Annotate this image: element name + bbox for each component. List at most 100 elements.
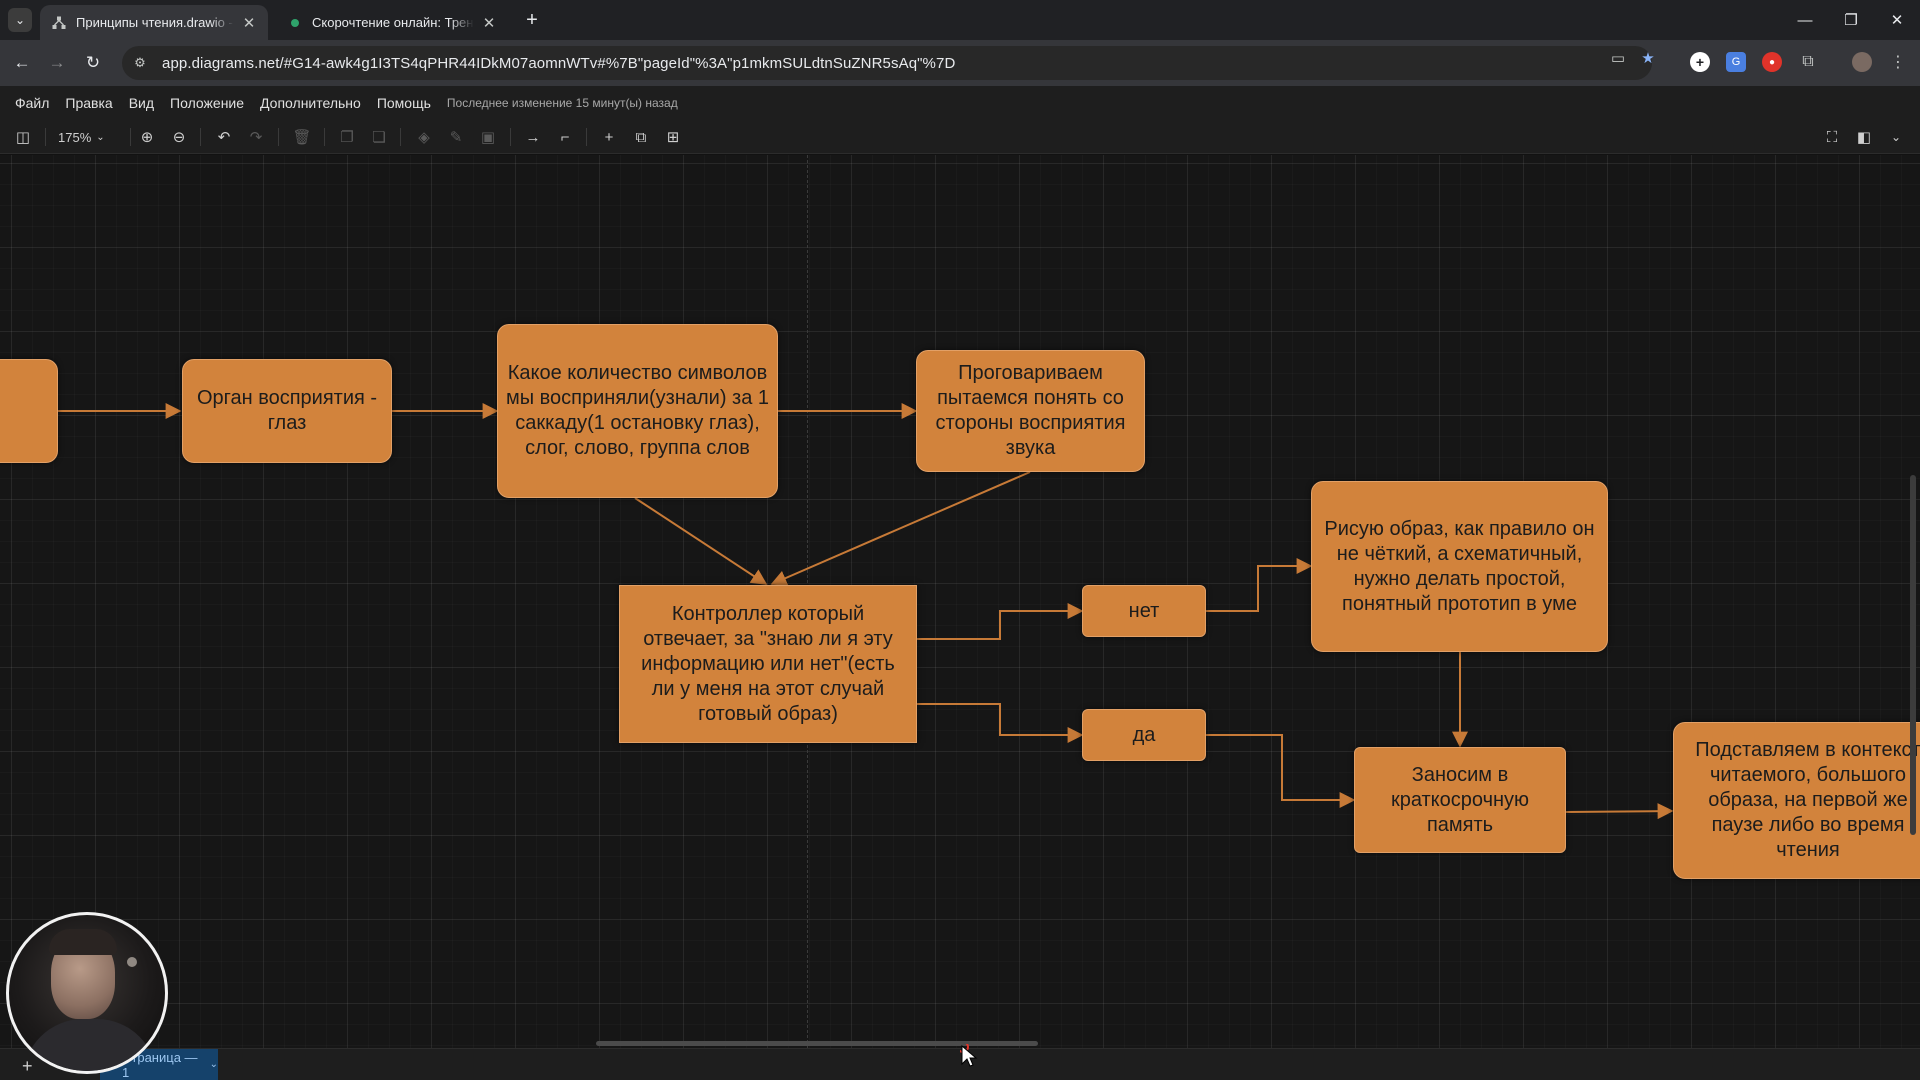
drawio-toolbar: ◫ 175% ⌄ ⊕ ⊖ ↶ ↷ 🗑 ❐ ❏ ◈ ✎ ▣ → ⌐ + ⧉ ⊞ ⛶…: [0, 119, 1920, 154]
menu-file[interactable]: Файл: [15, 95, 49, 111]
close-tab-icon[interactable]: ✕: [480, 14, 498, 32]
green-dot-icon: [288, 16, 302, 30]
restore-icon[interactable]: ❐: [1828, 0, 1874, 40]
node-text: нет: [1129, 599, 1160, 624]
zoom-select[interactable]: 175% ⌄: [58, 128, 105, 146]
edge-controller-to-no: [917, 611, 1082, 639]
node-text: Проговариваем пытаемся понять со стороны…: [929, 361, 1132, 461]
shapes-icon[interactable]: ⧉: [630, 126, 652, 148]
shadow-icon[interactable]: ▣: [477, 126, 499, 148]
bookmark-star-icon[interactable]: ★: [1638, 48, 1658, 68]
close-tab-icon[interactable]: ✕: [240, 14, 258, 32]
edge-controller-to-yes: [917, 704, 1082, 735]
toolbar-separator: [200, 128, 201, 146]
node-controller[interactable]: Контроллер который отвечает, за "знаю ли…: [619, 585, 917, 743]
minimize-icon[interactable]: —: [1782, 0, 1828, 40]
site-info-icon[interactable]: ⚙: [130, 55, 150, 71]
delete-icon[interactable]: 🗑: [291, 126, 313, 148]
toolbar-separator: [586, 128, 587, 146]
chevron-down-icon: ⌄: [210, 1059, 218, 1070]
table-icon[interactable]: ⊞: [662, 126, 684, 148]
toolbar-separator: [45, 128, 46, 146]
node-draw[interactable]: Рисую образ, как правило он не чёткий, а…: [1311, 481, 1608, 652]
browser-tab-strip: ⌄ Принципы чтения.drawio - draw.io ✕ Ско…: [0, 0, 1920, 40]
url-text: app.diagrams.net/#G14-awk4g1I3TS4qPHR44I…: [162, 55, 955, 72]
menu-arrange[interactable]: Положение: [170, 95, 244, 111]
node-memory[interactable]: Заносим в краткосрочную память: [1354, 747, 1566, 853]
node-text: Орган восприятия - глаз: [187, 386, 387, 436]
browser-menu-icon[interactable]: ⋮: [1888, 52, 1908, 72]
toolbar-separator: [130, 128, 131, 146]
zoom-out-icon[interactable]: ⊖: [168, 126, 190, 148]
node-no[interactable]: нет: [1082, 585, 1206, 637]
waypoints-icon[interactable]: ⌐: [554, 126, 576, 148]
zoom-in-icon[interactable]: ⊕: [136, 126, 158, 148]
node-organ[interactable]: Орган восприятия - глаз: [182, 359, 392, 463]
node-text: Какое количество символов мы восприняли(…: [502, 361, 773, 461]
node-text: Подставляем в контекст читаемого, большо…: [1686, 738, 1920, 863]
translate-extension-icon[interactable]: G: [1726, 52, 1746, 72]
node-text: Рисую образ, как правило он не чёткий, а…: [1316, 517, 1603, 617]
collapse-chevron-icon[interactable]: ⌄: [1885, 126, 1907, 148]
node-text: Контроллер который отвечает, за "знаю ли…: [634, 602, 902, 727]
edge-symbols-to-controller: [635, 498, 766, 584]
webcam-person-hair: [49, 929, 117, 955]
toolbar-separator: [510, 128, 511, 146]
drawio-menubar: Файл Правка Вид Положение Дополнительно …: [0, 86, 1920, 119]
format-panel-icon[interactable]: ◧: [1853, 126, 1875, 148]
chevron-down-icon: ⌄: [96, 132, 104, 143]
node-substitute[interactable]: Подставляем в контекст читаемого, большо…: [1673, 722, 1920, 879]
node-speak[interactable]: Проговариваем пытаемся понять со стороны…: [916, 350, 1145, 472]
edge-no-to-draw: [1206, 566, 1311, 611]
menu-extras[interactable]: Дополнительно: [260, 95, 361, 111]
menu-help[interactable]: Помощь: [377, 95, 431, 111]
node-yes[interactable]: да: [1082, 709, 1206, 761]
edge-speak-to-controller: [772, 472, 1030, 584]
plus-icon[interactable]: +: [520, 8, 544, 32]
toolbar-separator: [324, 128, 325, 146]
fullscreen-icon[interactable]: ⛶: [1821, 126, 1843, 148]
connection-arrow-icon[interactable]: →: [522, 126, 544, 148]
tab-title: Скорочтение онлайн: Тренажёр: [312, 15, 474, 30]
zoom-value: 175%: [58, 130, 91, 145]
extensions-puzzle-icon[interactable]: ⧉: [1798, 52, 1818, 72]
install-app-icon[interactable]: ▭: [1608, 48, 1628, 68]
redo-icon[interactable]: ↷: [245, 126, 267, 148]
toolbar-separator: [278, 128, 279, 146]
edge-memory-to-substitute: [1566, 811, 1672, 812]
webcam-overlay: [6, 912, 168, 1074]
extension-plus-icon[interactable]: +: [1690, 52, 1710, 72]
drawio-icon: [52, 16, 66, 30]
line-color-icon[interactable]: ✎: [445, 126, 467, 148]
recorder-extension-icon[interactable]: ●: [1762, 52, 1782, 72]
node-partial-left[interactable]: М: [0, 359, 58, 463]
vertical-scrollbar[interactable]: [1910, 475, 1916, 835]
forward-arrow-icon[interactable]: →: [45, 51, 69, 75]
fill-color-icon[interactable]: ◈: [413, 126, 435, 148]
to-front-icon[interactable]: ❐: [336, 126, 358, 148]
node-text: Заносим в краткосрочную память: [1381, 763, 1539, 838]
webcam-person-body: [23, 1019, 157, 1074]
browser-tab-drawio[interactable]: Принципы чтения.drawio - draw.io ✕: [40, 5, 268, 40]
browser-tab-speedreading[interactable]: Скорочтение онлайн: Тренажёр ✕: [276, 5, 508, 40]
node-symbols[interactable]: Какое количество символов мы восприняли(…: [497, 324, 778, 498]
profile-avatar-icon[interactable]: [1852, 52, 1872, 72]
last-change-status[interactable]: Последнее изменение 15 минут(ы) назад: [447, 96, 678, 110]
insert-plus-icon[interactable]: +: [598, 126, 620, 148]
menu-view[interactable]: Вид: [129, 95, 154, 111]
reload-icon[interactable]: ↻: [81, 51, 105, 75]
close-window-icon[interactable]: ✕: [1874, 0, 1920, 40]
webcam-background-light: [127, 957, 137, 967]
toolbar-separator: [400, 128, 401, 146]
menu-edit[interactable]: Правка: [65, 95, 112, 111]
tab-search-chevron-icon[interactable]: ⌄: [8, 8, 32, 32]
diagram-canvas[interactable]: М Орган восприятия - глаз Какое количест…: [0, 155, 1920, 1048]
tab-title: Принципы чтения.drawio - draw.io: [76, 15, 234, 30]
mouse-cursor-icon: [960, 1044, 980, 1070]
undo-icon[interactable]: ↶: [213, 126, 235, 148]
format-panel-toggle-icon[interactable]: ◫: [12, 126, 34, 148]
address-bar[interactable]: ⚙ app.diagrams.net/#G14-awk4g1I3TS4qPHR4…: [122, 46, 1652, 80]
node-text: да: [1133, 723, 1156, 748]
back-arrow-icon[interactable]: ←: [10, 51, 34, 75]
to-back-icon[interactable]: ❏: [368, 126, 390, 148]
